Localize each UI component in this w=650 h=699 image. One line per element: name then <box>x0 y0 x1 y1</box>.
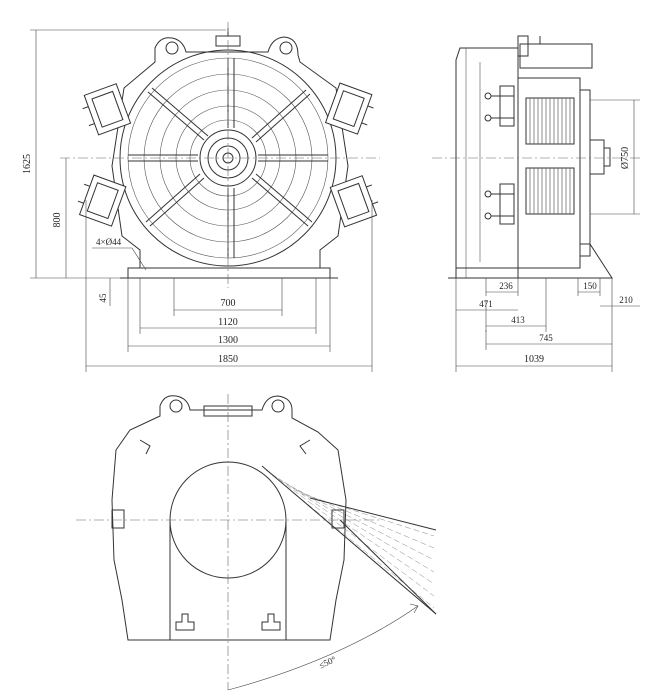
wrap-angle-label: ≤50° <box>317 654 337 670</box>
dim-413-label: 413 <box>511 315 525 325</box>
dim-150: 150 <box>577 278 601 296</box>
dim-sheave-dia: Ø750 <box>590 99 640 215</box>
dim-45: 45 <box>98 278 111 306</box>
dim-1300-label: 1300 <box>218 335 238 346</box>
front-view: 1625 800 4×Ø44 45 700 1120 <box>22 22 380 372</box>
dim-1850-label: 1850 <box>218 354 238 365</box>
dim-1300: 1300 <box>127 278 331 352</box>
dim-236-label: 236 <box>499 281 513 291</box>
dim-800-label: 800 <box>52 213 63 228</box>
side-view: Ø750 236 150 210 471 413 <box>432 35 640 372</box>
dim-150-label: 150 <box>583 281 597 291</box>
brake-unit-top-left <box>82 83 132 136</box>
dim-1625: 1625 <box>22 29 226 279</box>
brake-unit-top-right <box>324 82 374 135</box>
coil-upper <box>525 97 575 145</box>
dim-bolt-holes: 4×Ø44 <box>92 237 147 271</box>
dim-700-label: 700 <box>221 298 236 309</box>
dim-800: 800 <box>52 158 67 278</box>
brake-unit-bottom-left <box>77 174 127 227</box>
bolt-holes-label: 4×Ø44 <box>96 237 122 247</box>
side-brake-pins <box>484 85 515 225</box>
dim-236: 236 <box>485 278 519 296</box>
dim-1039-label: 1039 <box>524 354 544 365</box>
bottom-view: ≤50° <box>76 394 437 691</box>
dim-sheave-dia-label: Ø750 <box>620 147 631 169</box>
dim-1120: 1120 <box>139 278 317 334</box>
dim-45-label: 45 <box>98 293 108 303</box>
dim-413: 413 <box>485 278 547 332</box>
dim-210: 210 <box>600 278 640 312</box>
rope-band <box>261 465 437 615</box>
dim-1120-label: 1120 <box>218 317 238 328</box>
dim-745: 745 <box>485 312 613 350</box>
dim-745-label: 745 <box>539 333 553 343</box>
dim-1850: 1850 <box>85 200 373 372</box>
dim-1625-label: 1625 <box>22 154 33 174</box>
dim-700: 700 <box>173 278 283 316</box>
dim-1039: 1039 <box>455 316 613 372</box>
dim-210-label: 210 <box>619 295 633 305</box>
brake-unit-bottom-right <box>329 175 379 228</box>
coil-lower <box>525 167 575 215</box>
